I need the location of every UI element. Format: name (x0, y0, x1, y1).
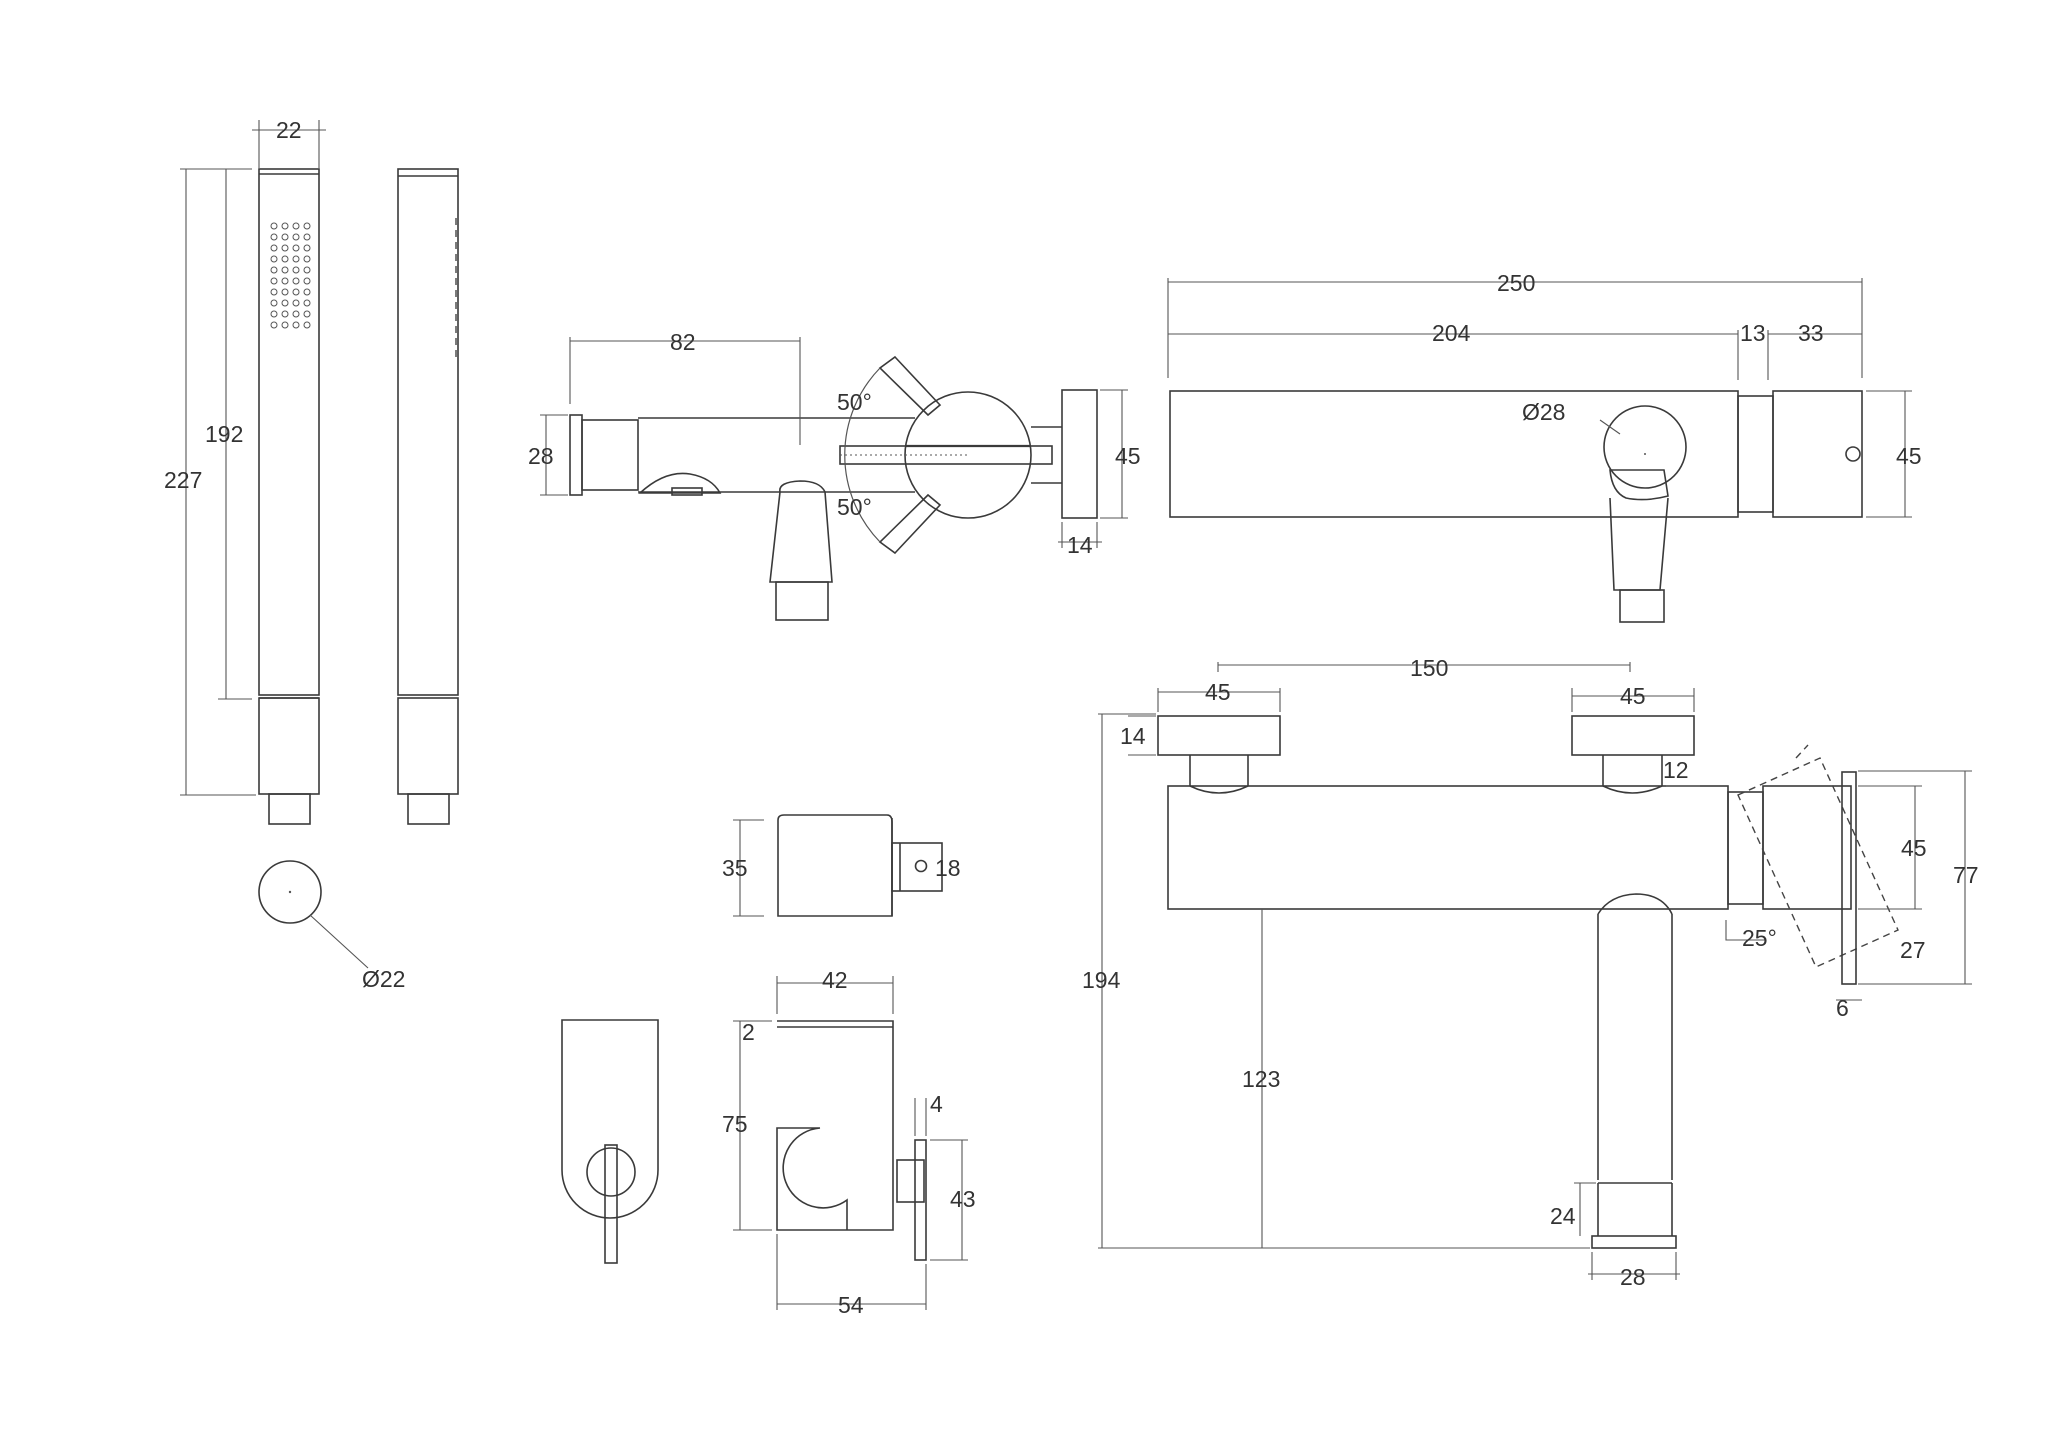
spray-hole (270, 299, 278, 307)
front-lever-d-label: Ø28 (1522, 399, 1565, 425)
spray-hole (292, 266, 300, 274)
mixer-top-dims: 150 45 45 14 12 194 123 24 28 45 (1082, 655, 1979, 1290)
spray-hole (281, 222, 289, 230)
holder-knob-label: 18 (935, 855, 961, 881)
spray-hole (292, 288, 300, 296)
top-knob-h-label: 14 (1120, 723, 1146, 749)
spray-hole (292, 299, 300, 307)
spray-hole (292, 277, 300, 285)
spray-hole (281, 255, 289, 263)
top-overall-label: 77 (1953, 862, 1979, 888)
spray-hole (292, 233, 300, 241)
side-knob-d-label: 14 (1067, 532, 1093, 558)
spray-hole (303, 299, 311, 307)
front-body-label: 204 (1432, 320, 1471, 346)
spray-hole (292, 310, 300, 318)
spray-hole (281, 288, 289, 296)
spray-hole (270, 244, 278, 252)
front-gap-label: 13 (1740, 320, 1766, 346)
spray-hole (270, 233, 278, 241)
bracket-w-label: 42 (822, 967, 848, 993)
top-left-w-label: 45 (1205, 679, 1231, 705)
spray-hole (292, 222, 300, 230)
top-spout-len-label: 123 (1242, 1066, 1280, 1092)
side-angle-top-label: 50° (837, 389, 872, 415)
spray-hole (303, 244, 311, 252)
hand-shower-front (258, 168, 320, 825)
mixer-top-view (1157, 715, 1899, 1249)
bracket-depth-label: 54 (838, 1292, 864, 1318)
bracket-dims: 42 2 75 4 43 54 (722, 967, 976, 1318)
spray-hole (292, 244, 300, 252)
top-right-w-label: 45 (1620, 683, 1646, 709)
bracket-front (561, 1019, 659, 1264)
spray-hole (292, 321, 300, 329)
spray-hole (303, 233, 311, 241)
top-knob-h2-label: 45 (1901, 835, 1927, 861)
spray-hole (281, 321, 289, 329)
spray-hole (281, 266, 289, 274)
spray-hole (281, 277, 289, 285)
top-lever-w-label: 6 (1836, 995, 1849, 1021)
hand-shower-dims: 22 192 227 Ø22 (164, 117, 405, 992)
top-span-label: 150 (1410, 655, 1448, 681)
side-angle-bot-label: 50° (837, 494, 872, 520)
hs-handle-len-label: 192 (205, 421, 243, 447)
spray-hole (303, 277, 311, 285)
spray-hole (303, 288, 311, 296)
bracket-plate-label: 4 (930, 1091, 943, 1117)
front-h-label: 45 (1896, 443, 1922, 469)
mixer-side-dims: 82 28 50° 50° 45 14 (528, 329, 1141, 558)
bracket-base-h-label: 43 (950, 1186, 976, 1212)
spray-hole (303, 255, 311, 263)
front-knob-label: 33 (1798, 320, 1824, 346)
side-h-label: 45 (1115, 443, 1141, 469)
bracket-t-label: 2 (742, 1019, 755, 1045)
top-nozzle-h-label: 24 (1550, 1203, 1576, 1229)
hs-width-label: 22 (276, 117, 302, 143)
wall-holder (777, 814, 943, 917)
spray-hole (270, 310, 278, 318)
bracket-side (776, 1020, 927, 1261)
spray-hole (303, 222, 311, 230)
spray-hole (270, 266, 278, 274)
spray-hole (281, 244, 289, 252)
top-neck-label: 12 (1663, 757, 1689, 783)
hand-shower-side (397, 168, 459, 825)
spray-hole (270, 277, 278, 285)
spray-hole (292, 255, 300, 263)
spray-hole (281, 299, 289, 307)
spray-hole (303, 266, 311, 274)
spray-hole (303, 321, 311, 329)
holder-h-label: 35 (722, 855, 748, 881)
top-lever-off-label: 27 (1900, 937, 1926, 963)
spray-hole (281, 233, 289, 241)
spray-holes (270, 222, 311, 329)
wall-holder-dims: 35 18 (722, 819, 961, 917)
spray-hole (303, 310, 311, 318)
top-total-h-label: 194 (1082, 967, 1121, 993)
spray-hole (270, 255, 278, 263)
side-spout-h-label: 28 (528, 443, 554, 469)
mixer-front-view (1169, 390, 1863, 623)
front-total-label: 250 (1497, 270, 1535, 296)
top-angle-label: 25° (1742, 925, 1777, 951)
hs-diam-label: Ø22 (362, 966, 405, 992)
spray-hole (270, 288, 278, 296)
mixer-side-view (569, 355, 1098, 621)
mixer-front-dims: 250 204 13 33 Ø28 45 (1167, 270, 1922, 518)
side-spout-len-label: 82 (670, 329, 696, 355)
bracket-h-label: 75 (722, 1111, 748, 1137)
spray-hole (281, 310, 289, 318)
spray-hole (270, 222, 278, 230)
spray-hole (270, 321, 278, 329)
top-nozzle-w-label: 28 (1620, 1264, 1646, 1290)
hs-total-len-label: 227 (164, 467, 202, 493)
